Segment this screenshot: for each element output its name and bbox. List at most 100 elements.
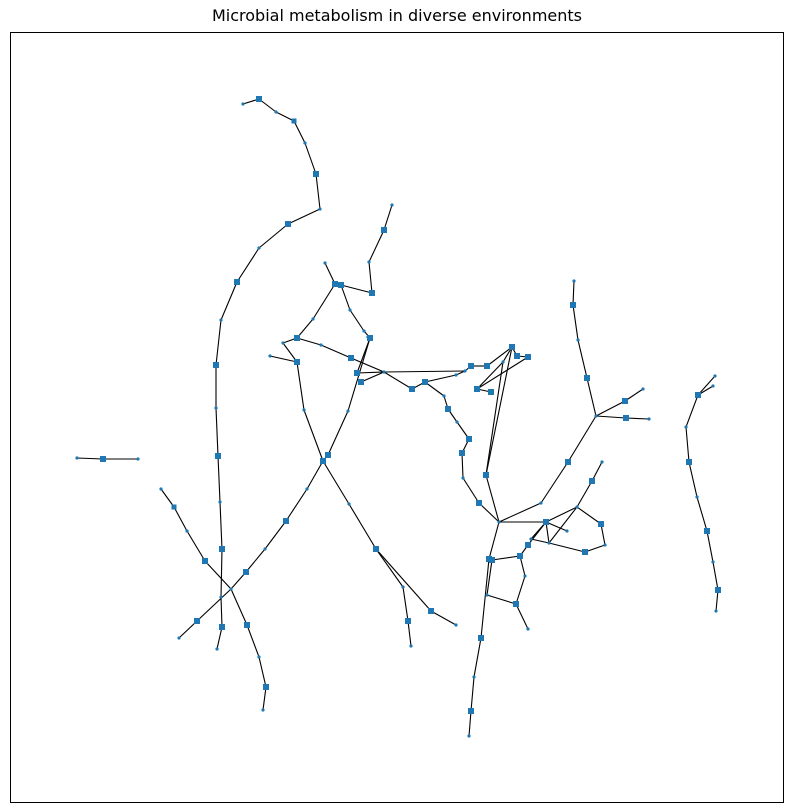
graph-edge — [296, 337, 322, 346]
graph-node — [570, 302, 576, 308]
graph-edge — [515, 603, 529, 630]
graph-node — [369, 290, 375, 296]
graph-node — [468, 363, 474, 369]
graph-edge — [485, 474, 500, 523]
graph-node — [100, 456, 106, 462]
graph-node — [241, 102, 245, 106]
graph-node — [263, 547, 267, 551]
graph-node — [215, 453, 221, 459]
graph-edge — [584, 544, 606, 553]
graph-node — [185, 529, 189, 533]
graph-node — [428, 608, 434, 614]
graph-node — [294, 335, 300, 341]
graph-edge — [548, 542, 586, 553]
graph-node — [461, 476, 465, 480]
graph-edge — [468, 710, 472, 737]
graph-node — [305, 487, 309, 491]
graph-node — [409, 644, 413, 648]
graph-edge — [595, 415, 627, 419]
graph-node — [325, 452, 331, 458]
page-title: Microbial metabolism in diverse environm… — [211, 6, 582, 25]
graph-node — [202, 558, 208, 564]
graph-edge — [470, 676, 475, 712]
graph-node — [362, 329, 366, 333]
graph-node — [565, 459, 571, 465]
graph-node — [467, 734, 471, 738]
graph-edge — [306, 460, 324, 490]
graph-node — [455, 420, 459, 424]
graph-node — [422, 379, 428, 385]
graph-node — [136, 457, 140, 461]
graph-edge — [296, 361, 305, 411]
graph-node — [367, 260, 371, 264]
graph-node — [686, 459, 692, 465]
graph-node — [483, 472, 489, 478]
graph-edge — [215, 319, 222, 366]
graph-edge — [685, 394, 699, 428]
graph-node — [171, 504, 177, 510]
graph-node — [281, 341, 285, 345]
graph-edge — [572, 280, 575, 306]
graph-edge — [685, 426, 690, 463]
graph-node — [600, 460, 604, 464]
graph-edge — [696, 496, 708, 532]
graph-node — [263, 684, 269, 690]
graph-edge — [545, 521, 550, 544]
graph-node — [401, 585, 405, 589]
graph-node — [572, 279, 576, 283]
graph-edge — [473, 637, 482, 678]
graph-node — [485, 593, 489, 597]
graph-node — [257, 246, 261, 250]
graph-node — [318, 207, 322, 211]
graph-edge — [282, 342, 298, 363]
graph-node — [513, 601, 519, 607]
graph-edge — [216, 626, 223, 650]
graph-node — [348, 355, 354, 361]
graph-node — [509, 344, 515, 350]
graph-node — [373, 546, 379, 552]
graph-edge — [480, 558, 490, 639]
graph-node — [291, 118, 297, 124]
graph-node — [390, 203, 394, 207]
graph-edge — [515, 575, 526, 605]
graph-node — [338, 282, 344, 288]
graph-node — [214, 406, 218, 410]
graph-edge — [498, 502, 542, 523]
graph-edge — [478, 502, 500, 523]
graph-node — [347, 502, 351, 506]
graph-edge — [476, 361, 504, 390]
graph-node — [454, 623, 458, 627]
graph-edge — [375, 548, 432, 612]
graph-edge — [402, 586, 409, 622]
graph-edge — [461, 452, 464, 479]
graph-edge — [204, 560, 232, 590]
graph-edge — [340, 284, 373, 294]
graph-node — [466, 436, 472, 442]
graph-node — [358, 379, 364, 385]
graph-edge — [160, 488, 175, 508]
graph-node — [454, 373, 458, 377]
graph-edge — [383, 370, 466, 373]
graph-node — [623, 415, 629, 421]
graph-node — [274, 110, 278, 114]
graph-edge — [591, 461, 603, 482]
graph-node — [641, 387, 645, 391]
graph-edge — [545, 506, 578, 523]
graph-node — [603, 543, 607, 547]
graph-edge — [576, 506, 602, 525]
graph-edge — [348, 503, 377, 550]
graph-node — [575, 505, 579, 509]
graph-edge — [173, 506, 188, 532]
graph-edge — [304, 142, 317, 175]
graph-edge — [230, 588, 248, 626]
graph-node — [75, 456, 79, 460]
graph-edge — [462, 477, 480, 504]
graph-edge — [368, 229, 385, 263]
graph-node — [488, 389, 494, 395]
graph-node — [194, 618, 200, 624]
graph-node — [714, 609, 718, 613]
graph-edge — [485, 346, 513, 476]
graph-node — [348, 308, 352, 312]
graph-edge — [215, 407, 219, 457]
graph-node — [244, 622, 250, 628]
